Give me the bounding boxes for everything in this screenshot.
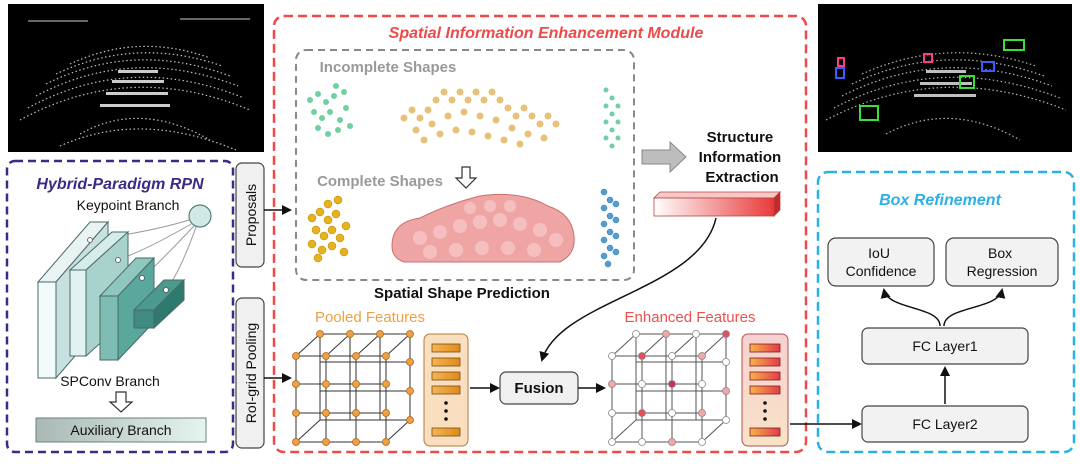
proposals-label: Proposals xyxy=(243,184,259,246)
enhanced-feature-grid xyxy=(611,333,727,443)
complete-shapes-label: Complete Shapes xyxy=(317,173,443,190)
iou-confidence-box xyxy=(827,237,935,287)
incomplete-shape-car xyxy=(400,88,560,148)
box-regression-label: Box Regression xyxy=(967,245,1038,279)
fc1-to-iou-arrow xyxy=(880,288,941,327)
keypoint-sphere xyxy=(188,204,212,228)
detection-box xyxy=(859,105,879,121)
input-point-cloud-image xyxy=(8,4,264,152)
pooled-feature-vector xyxy=(423,333,469,447)
hybrid-rpn-title: Hybrid-Paradigm RPN xyxy=(36,176,204,193)
fc-layer2-label: FC Layer2 xyxy=(912,416,978,432)
fc-layer1-label: FC Layer1 xyxy=(912,338,978,354)
box-refinement-title: Box Refinement xyxy=(879,192,1001,209)
output-detection-image xyxy=(818,4,1072,152)
detection-box xyxy=(835,67,845,79)
complete-shape-blue xyxy=(600,188,620,268)
incomplete-shapes-label: Incomplete Shapes xyxy=(320,59,457,76)
detection-box xyxy=(923,53,933,63)
auxiliary-branch-box xyxy=(35,417,207,443)
fc1-to-box-arrow xyxy=(943,288,1006,327)
shape-prediction-label: Spatial Shape Prediction xyxy=(374,285,550,302)
spconv-branch-label: SPConv Branch xyxy=(60,373,160,389)
box-refinement-panel: Box Refinement IoU Confidence Box Regres… xyxy=(816,170,1076,454)
roi-pooling-tag: RoI-grid Pooling xyxy=(235,297,265,449)
box-regression-box xyxy=(945,237,1059,287)
incomplete-shape-green-left xyxy=(307,83,353,137)
enhanced-feature-vector xyxy=(741,333,789,447)
pooled-feature-grid xyxy=(295,333,411,443)
detection-box xyxy=(959,75,975,89)
proposals-tag: Proposals xyxy=(235,162,265,268)
hybrid-rpn-panel: Hybrid-Paradigm RPN Keypoint Branch xyxy=(5,159,235,454)
iou-confidence-label: IoU Confidence xyxy=(846,245,917,279)
enhanced-features-label: Enhanced Features xyxy=(625,309,756,326)
roi-pooling-label: RoI-grid Pooling xyxy=(243,323,259,423)
structure-feature-vector xyxy=(653,191,781,217)
detection-box xyxy=(837,57,845,67)
fc-layer1-box xyxy=(861,327,1029,365)
complete-shape-yellow xyxy=(307,195,351,263)
spconv-feature-blocks xyxy=(36,220,186,380)
structure-to-fusion-arrow xyxy=(539,217,717,362)
fc-layer2-box xyxy=(861,405,1029,443)
fusion-label: Fusion xyxy=(514,380,563,397)
pooled-features-label: Pooled Features xyxy=(315,309,425,326)
keypoint-branch-label: Keypoint Branch xyxy=(77,197,180,213)
auxiliary-branch-label: Auxiliary Branch xyxy=(70,422,171,438)
detection-box xyxy=(981,61,995,72)
sie-module-title: Spatial Information Enhancement Module xyxy=(389,25,704,42)
structure-info-label: Structure Information Extraction xyxy=(699,129,786,186)
sie-module-panel: Spatial Information Enhancement Module I… xyxy=(272,14,808,454)
shape-prediction-box xyxy=(295,49,635,281)
structure-arrow-icon xyxy=(641,140,687,174)
incomplete-shape-green-right xyxy=(603,87,621,149)
down-arrow-icon xyxy=(108,391,134,413)
detection-box xyxy=(1003,39,1025,51)
down-arrow-icon xyxy=(454,166,478,189)
